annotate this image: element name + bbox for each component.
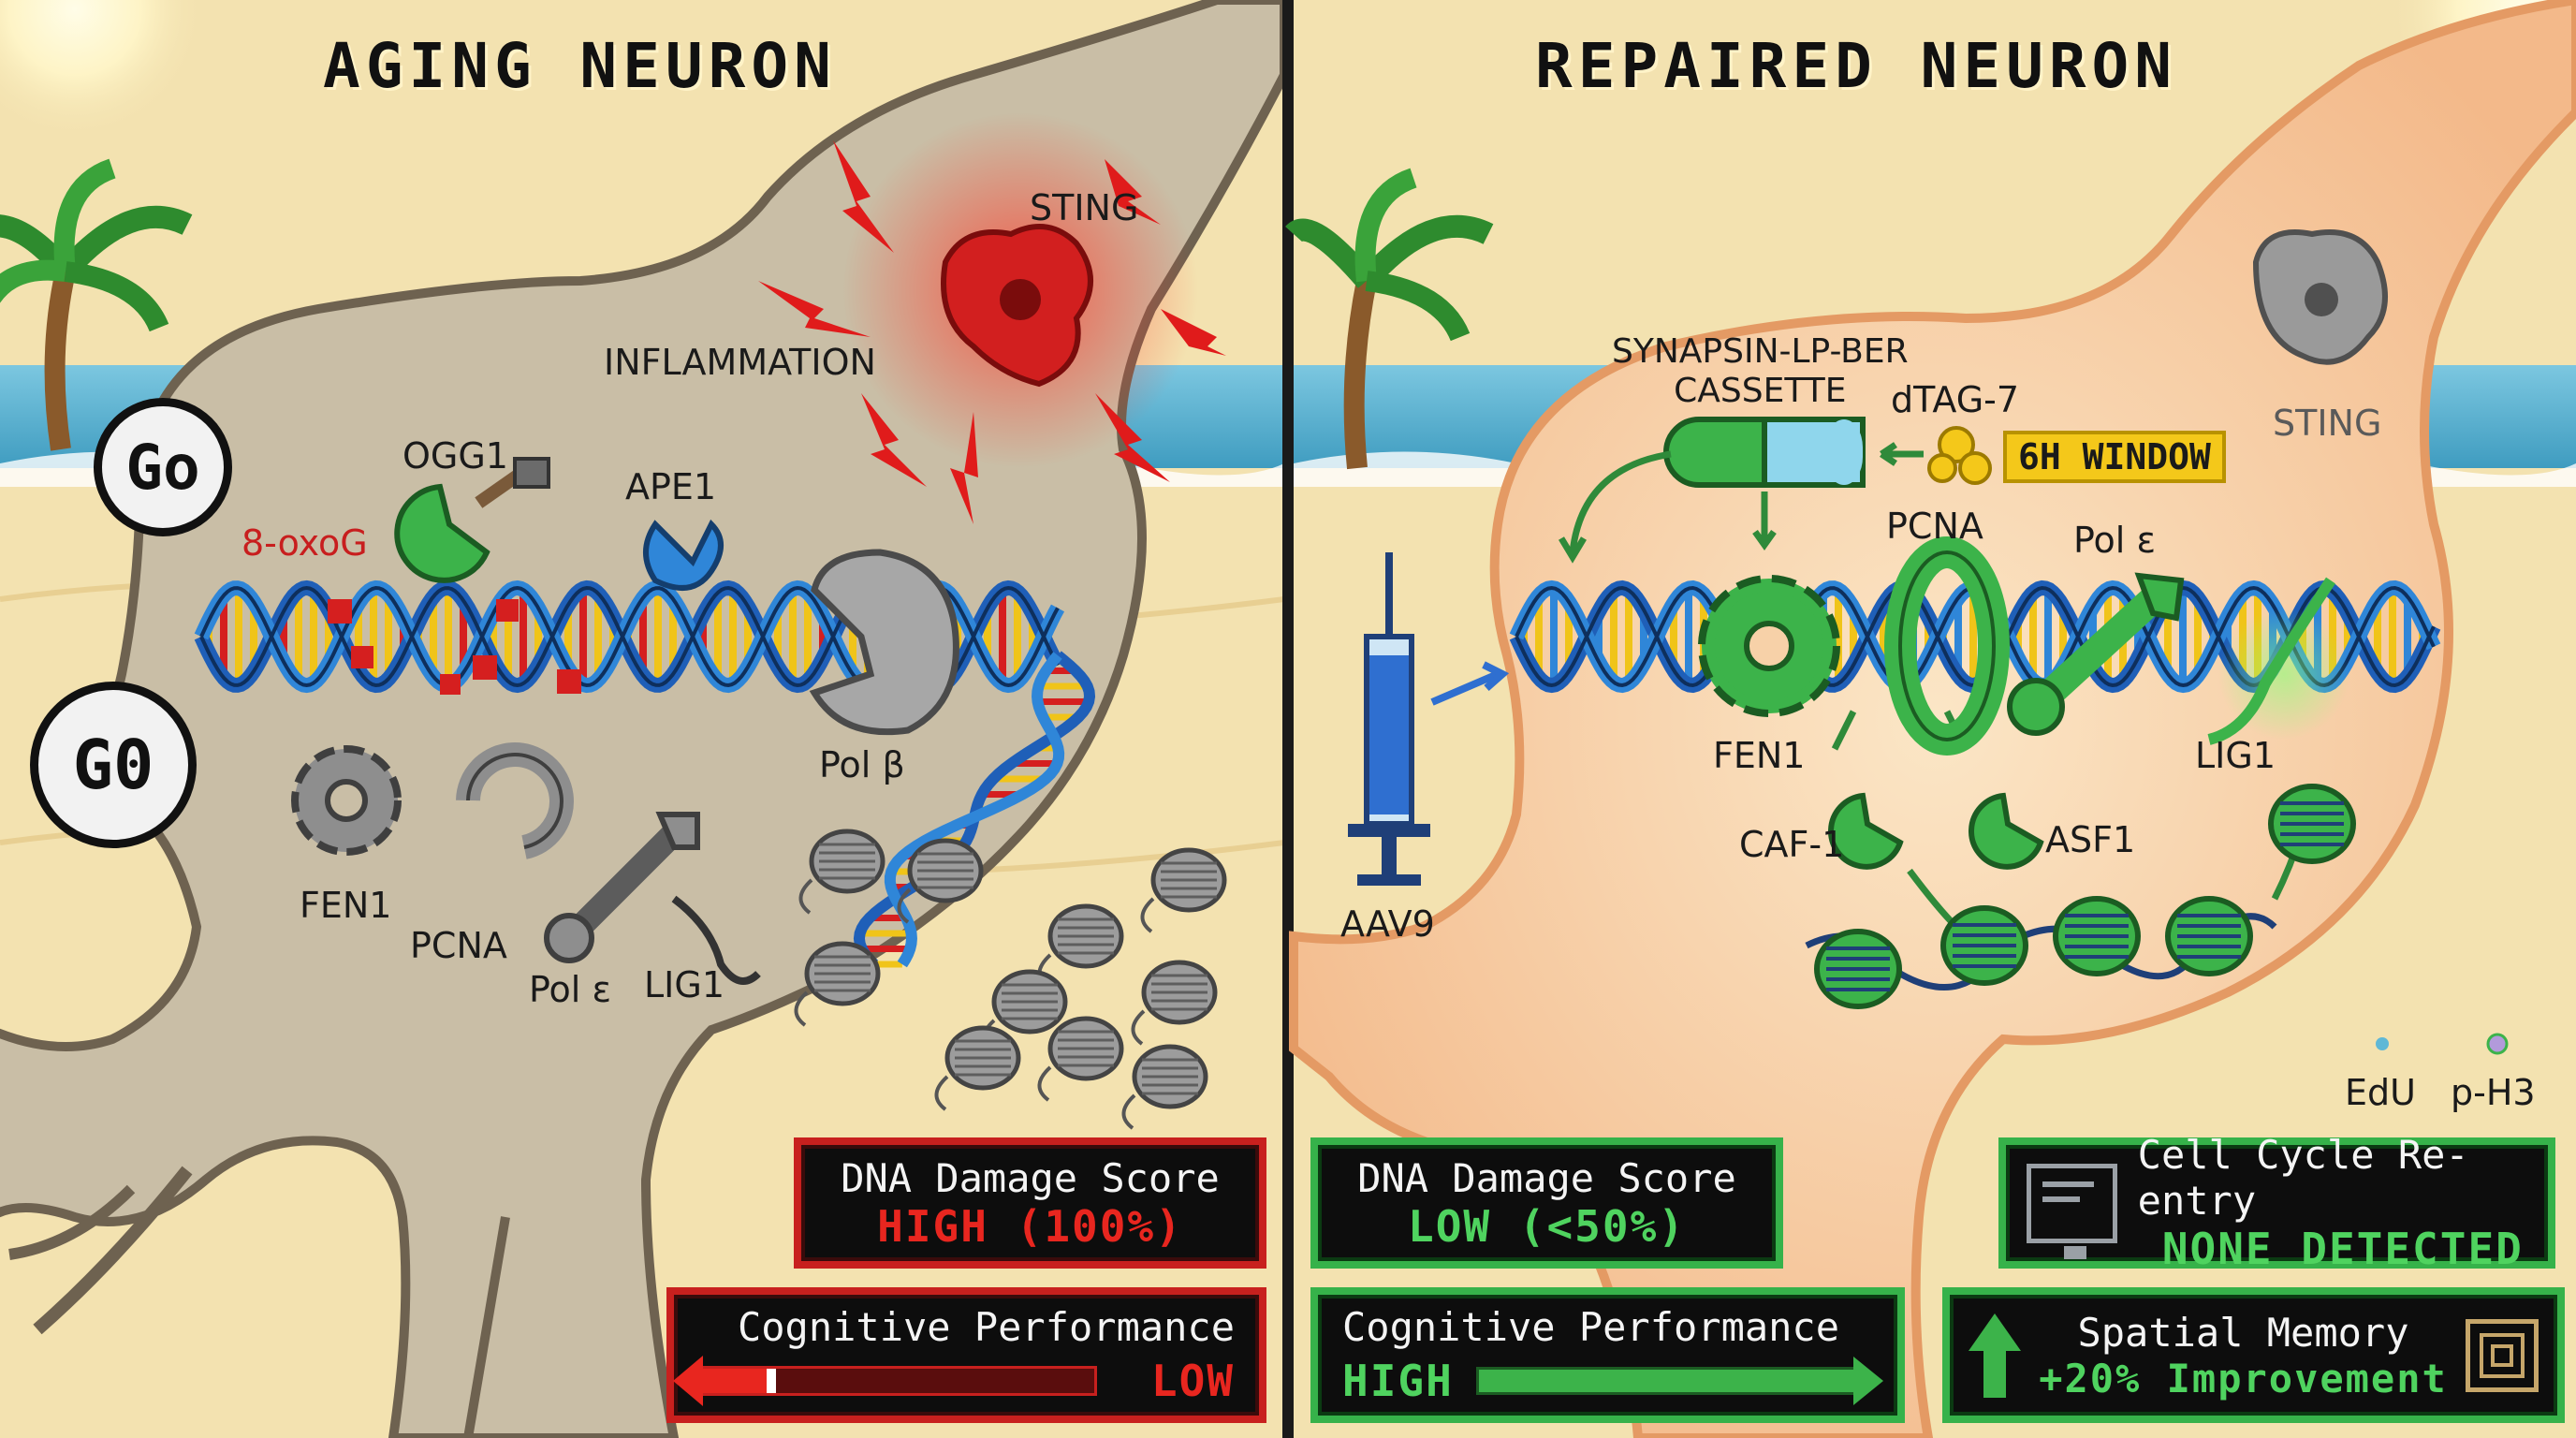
pol-beta-enzyme [809,549,959,736]
g0-badge-upper: Go [94,398,232,536]
cognitive-panel-aging: Cognitive Performance LOW [666,1287,1266,1423]
label-fen1-repaired: FEN1 [1713,735,1806,776]
nucleosomes-scattered [794,829,1227,1130]
label-lig1-aging: LIG1 [644,964,725,1005]
label-pcna-aging: PCNA [410,925,507,966]
wrench-icon [2007,572,2185,736]
oxog-lesions [328,599,581,695]
lightning-icon [758,140,1226,524]
arrow-right-icon [1852,1357,1883,1405]
label-lig1-repaired: LIG1 [2195,735,2276,776]
cell-cycle-panel: Cell Cycle Re-entry NONE DETECTED [1998,1132,2555,1274]
spatial-memory-panel: Spatial Memory +20% Improvement [1942,1287,2565,1423]
g0-badge-lower: G0 [30,682,197,848]
label-pcna-repaired: PCNA [1886,506,1983,547]
pcna-ring-active [1884,536,2010,756]
edu-marker [2376,1037,2389,1050]
label-8-oxog: 8-oxoG [242,522,368,564]
cognitive-bar-row-aging: LOW [673,1356,1235,1406]
dna-damage-value-aging: HIGH (100%) [877,1200,1183,1252]
spatial-memory-label: Spatial Memory [2077,1309,2409,1356]
asf1-protein [1969,792,2044,870]
dna-damage-panel-aging: DNA Damage Score HIGH (100%) [794,1137,1266,1269]
cognitive-bar-low [673,1356,1097,1406]
spatial-memory-text: Spatial Memory +20% Improvement [2039,1310,2448,1401]
caf1-protein [1828,792,1904,870]
dna-damage-panel-repaired: DNA Damage Score LOW (<50%) [1310,1137,1783,1269]
cognitive-value-repaired: HIGH [1342,1356,1454,1406]
arrow-up-icon [1969,1313,2021,1398]
pcna-ring-inactive [456,742,574,859]
cognitive-bar-high [1475,1357,1883,1405]
spatial-memory-value: +20% Improvement [2039,1355,2448,1401]
ape1-enzyme [643,519,724,591]
palm-tree-icon [1285,168,1494,470]
syringe-icon [1348,552,1510,886]
dna-damage-value-repaired: LOW (<50%) [1408,1200,1686,1252]
repaired-title: REPAIRED NEURON [1535,30,2178,102]
window-tag: 6H WINDOW [2003,431,2226,483]
dtag-molecule [1927,426,1992,485]
aging-title: AGING NEURON [323,30,837,102]
nucleosome-chain [1805,784,2356,1009]
label-caf1: CAF-1 [1739,824,1845,865]
cognitive-label-aging: Cognitive Performance [737,1304,1235,1350]
label-asf1: ASF1 [2045,819,2136,860]
label-pol-epsilon-repaired: Pol ε [2073,520,2156,561]
dna-damage-label-aging: DNA Damage Score [841,1154,1220,1201]
cognitive-panel-repaired: Cognitive Performance HIGH [1310,1287,1905,1423]
label-dtag7: dTAG-7 [1891,379,2020,420]
arrow-left-icon [673,1356,703,1406]
label-edu: EdU [2345,1072,2416,1113]
panel-divider [1282,0,1294,1438]
lig1-strand-active [2207,577,2349,745]
fen1-gear-inactive [291,745,402,856]
cognitive-label-repaired: Cognitive Performance [1342,1304,1840,1350]
label-sting-repaired: STING [2273,403,2382,444]
ogg1-enzyme [394,457,550,583]
cell-cycle-value: NONE DETECTED [2161,1224,2524,1274]
label-sting-aging: STING [1030,187,1139,228]
gear-icon [1698,575,1840,717]
palm-tree-icon [0,158,193,451]
label-ph3: p-H3 [2451,1072,2536,1113]
label-ape1: APE1 [625,466,717,507]
label-inflammation: INFLAMMATION [604,342,876,383]
wrench-icon [544,812,700,963]
cognitive-bar-row-repaired: HIGH [1342,1356,1883,1406]
label-aav9: AAV9 [1340,903,1435,945]
sting-protein-aging [842,112,1198,468]
maze-icon [2465,1318,2539,1392]
dna-damage-label-repaired: DNA Damage Score [1357,1154,1736,1201]
lig1-strand-inactive [671,895,761,985]
cell-cycle-text: Cell Cycle Re-entry NONE DETECTED [2138,1132,2548,1274]
label-fen1-aging: FEN1 [300,885,392,926]
cassette-capsule [1663,417,1866,488]
sting-protein-inactive [2252,229,2388,365]
label-pol-epsilon-aging: Pol ε [529,969,611,1010]
sun-icon [0,0,206,140]
cell-cycle-label: Cell Cycle Re-entry [2137,1132,2469,1224]
cognitive-value-aging: LOW [1150,1356,1235,1406]
label-ogg1: OGG1 [402,435,508,477]
label-cassette: SYNAPSIN-LP-BER CASSETTE [1612,332,1909,410]
monitor-icon [2027,1163,2117,1259]
label-pol-beta: Pol β [819,744,905,785]
ph3-marker [2486,1033,2509,1055]
